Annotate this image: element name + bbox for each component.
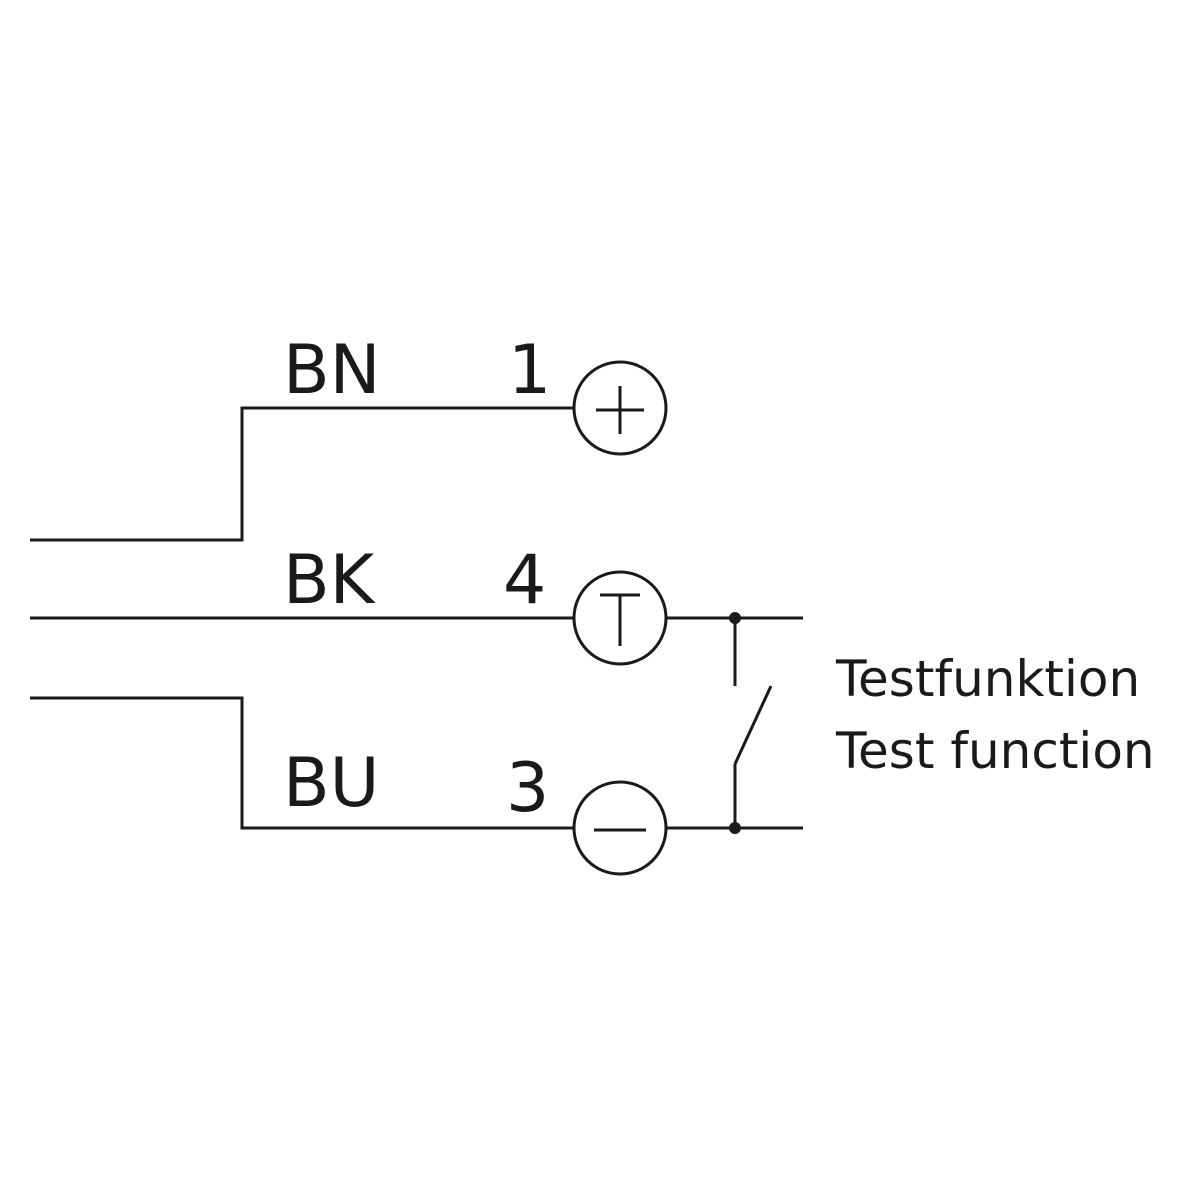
wire-bn-color-label: BN: [283, 331, 381, 410]
wire-bn-pin-label: 1: [508, 331, 551, 410]
terminal-minus: [572, 780, 668, 876]
wire-bu: BU 3: [30, 696, 668, 876]
terminal-plus: [572, 360, 668, 456]
junction-dot-bottom: [729, 822, 741, 834]
wire-bk-pin-label: 4: [503, 541, 546, 620]
test-switch: [666, 612, 803, 834]
wire-bk: BK 4: [30, 541, 668, 666]
wire-bn: BN 1: [30, 331, 668, 542]
wire-bn-line: [30, 406, 575, 542]
junction-dot-top: [729, 612, 741, 624]
wire-bu-line: [30, 696, 575, 830]
wire-bu-color-label: BU: [283, 744, 379, 823]
test-function-label-en: Test function: [835, 722, 1155, 780]
switch-blade: [733, 685, 773, 765]
wire-bk-color-label: BK: [283, 541, 377, 620]
terminal-test: [572, 570, 668, 666]
wire-bu-pin-label: 3: [506, 749, 549, 828]
terminal-minus-circle: [572, 780, 668, 876]
test-function-label-de: Testfunktion: [835, 650, 1140, 708]
